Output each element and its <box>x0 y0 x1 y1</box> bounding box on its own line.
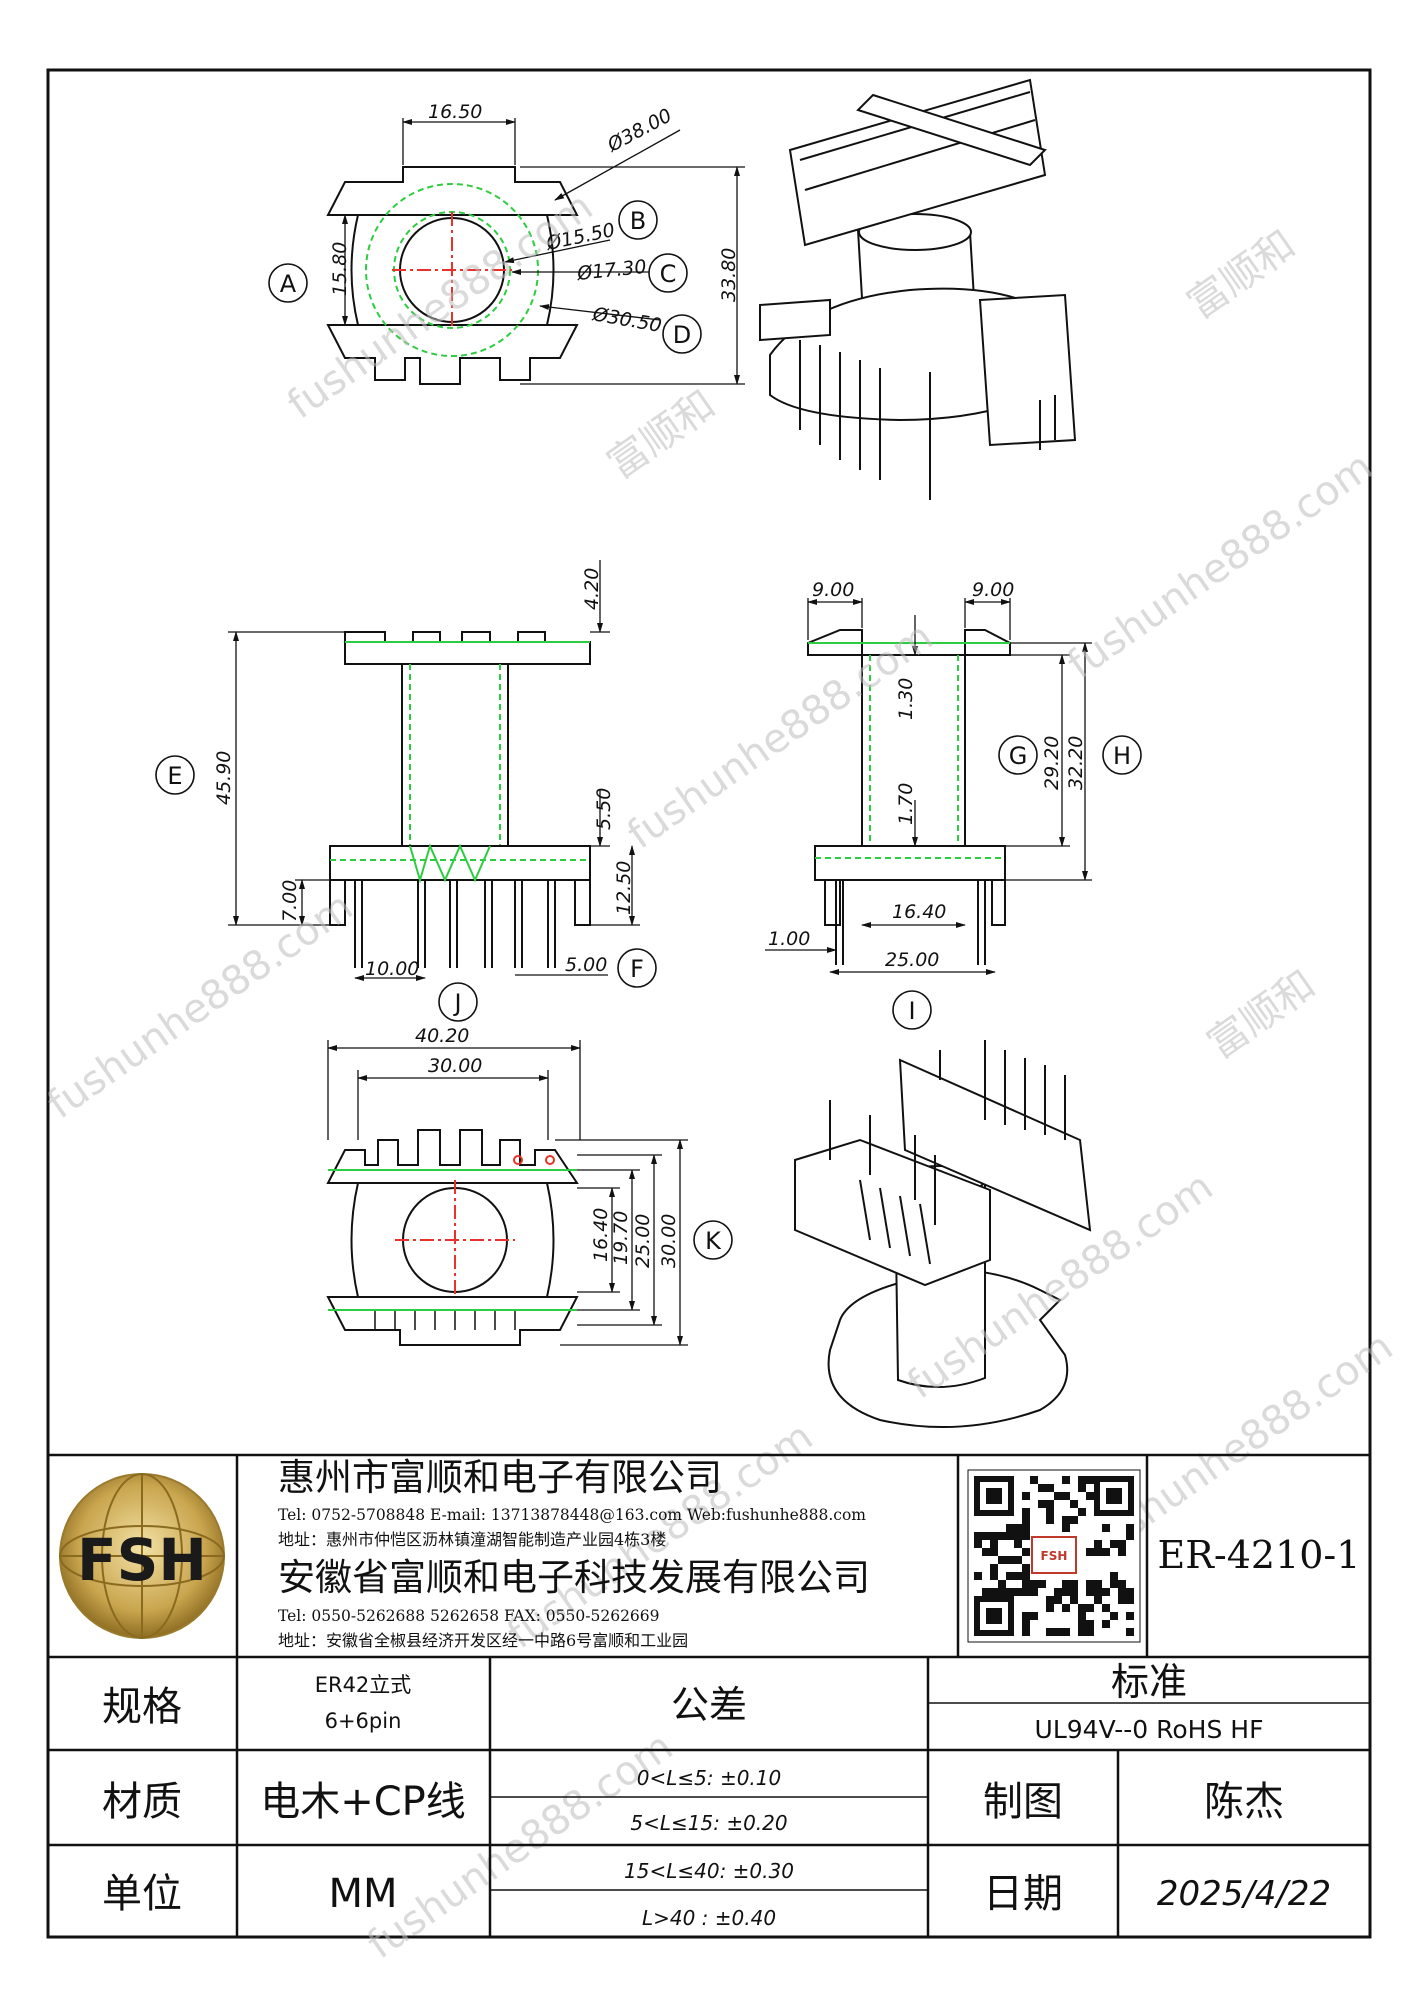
dim-front-45-9: 45.90 <box>213 751 235 805</box>
top-view <box>326 118 745 385</box>
standard-label: 标准 <box>1111 1660 1187 1704</box>
balloon-K: K <box>693 1220 733 1260</box>
date-value: 2025/4/22 <box>1157 1874 1331 1914</box>
company2-address: 地址：安徽省全椒县经济开发区经一中路6号富顺和工业园 <box>278 1631 688 1650</box>
dim-front-7: 7.00 <box>279 880 301 922</box>
svg-text:K: K <box>705 1227 722 1255</box>
company2-contact: Tel: 0550-5262688 5262658 FAX: 0550-5262… <box>278 1607 660 1625</box>
iso-view-bottom <box>794 1040 1092 1429</box>
spec-label: 规格 <box>102 1684 182 1730</box>
balloon-D: D <box>662 314 702 354</box>
dim-front-5-5: 5.50 <box>593 788 615 830</box>
tolerance-row-1: 0<L≤5: ±0.10 <box>637 1766 782 1790</box>
balloon-G: G <box>998 735 1038 775</box>
svg-text:H: H <box>1113 742 1131 770</box>
svg-text:FSH: FSH <box>77 1526 207 1594</box>
material-value: 电木+CP线 <box>260 1779 466 1825</box>
pin-1-mark <box>513 1155 523 1165</box>
svg-text:fushunhe888.com: fushunhe888.com <box>619 614 941 859</box>
tolerance-row-2: 5<L≤15: ±0.20 <box>630 1811 787 1835</box>
iso-view-top <box>759 78 1077 500</box>
svg-text:富顺和: 富顺和 <box>1179 222 1304 329</box>
dim-top-15-8: 15.80 <box>329 242 351 296</box>
dim-top-33-8: 33.80 <box>718 248 740 302</box>
svg-text:D: D <box>673 321 691 349</box>
dim-side-9-right: 9.00 <box>972 579 1014 601</box>
dim-bottom-30-b: 30.00 <box>658 1214 680 1268</box>
svg-text:fushunhe888.com: fushunhe888.com <box>39 884 361 1129</box>
svg-text:J: J <box>452 989 461 1017</box>
company2-name: 安徽省富顺和电子科技发展有限公司 <box>278 1556 870 1599</box>
svg-text:B: B <box>630 207 646 235</box>
tolerance-label: 公差 <box>671 1683 747 1727</box>
dim-side-16-4: 16.40 <box>892 901 946 923</box>
svg-text:E: E <box>167 762 182 790</box>
pin-2-mark <box>545 1155 555 1165</box>
dim-side-29-2: 29.20 <box>1041 736 1063 790</box>
unit-label: 单位 <box>102 1871 182 1917</box>
balloon-J: J <box>438 982 478 1022</box>
balloon-C: C <box>648 253 688 293</box>
material-label: 材质 <box>102 1779 182 1825</box>
side-view <box>765 598 1092 975</box>
sheet-border <box>46 68 1372 1939</box>
dim-front-12-5: 12.50 <box>613 861 635 915</box>
dim-side-9-left: 9.00 <box>812 579 854 601</box>
dim-side-1: 1.00 <box>768 928 810 950</box>
dim-side-25: 25.00 <box>885 949 939 971</box>
front-view <box>228 560 640 981</box>
svg-text:G: G <box>1009 742 1028 770</box>
dim-bottom-25: 25.00 <box>632 1214 654 1268</box>
spec-value-1: ER42立式 <box>315 1673 412 1697</box>
dim-side-1-3: 1.30 <box>895 678 917 720</box>
dim-top-dia-30-5: Ø30.50 <box>590 303 663 337</box>
balloon-A: A <box>268 263 308 303</box>
dim-front-5: 5.00 <box>565 954 607 976</box>
dim-side-32-2: 32.20 <box>1065 736 1087 790</box>
dim-front-10: 10.00 <box>365 958 419 980</box>
drawn-label: 制图 <box>983 1779 1063 1825</box>
tolerance-row-3: 15<L≤40: ±0.30 <box>624 1859 794 1883</box>
company1-address: 地址：惠州市仲恺区沥林镇潼湖智能制造产业园4栋3楼 <box>278 1530 666 1549</box>
dim-top-dia-17-3: Ø17.30 <box>575 256 647 285</box>
spec-value-2: 6+6pin <box>325 1709 402 1733</box>
fsh-logo: FSH <box>59 1473 225 1639</box>
dim-bottom-16-4: 16.40 <box>590 1208 612 1262</box>
svg-text:C: C <box>660 260 677 288</box>
balloon-F: F <box>617 948 657 988</box>
svg-text:I: I <box>908 997 915 1025</box>
company1-name: 惠州市富顺和电子有限公司 <box>278 1456 722 1499</box>
title-block-grid <box>48 1453 1370 1937</box>
balloon-E: E <box>155 755 195 795</box>
balloon-B: B <box>618 200 658 240</box>
unit-value: MM <box>328 1871 397 1917</box>
dim-bottom-30: 30.00 <box>428 1055 482 1077</box>
svg-text:FSH: FSH <box>1041 1549 1068 1563</box>
dim-top-dia-38: Ø38.00 <box>603 104 675 156</box>
drawn-value: 陈杰 <box>1204 1779 1284 1825</box>
standard-value: UL94V--0 RoHS HF <box>1035 1715 1264 1744</box>
part-number: ER-4210-1 <box>1158 1533 1361 1577</box>
dim-top-16-50: 16.50 <box>428 101 482 123</box>
qr-code: FSH <box>967 1469 1141 1643</box>
svg-text:A: A <box>280 270 297 298</box>
bottom-view <box>326 1040 688 1346</box>
dim-front-4-2: 4.20 <box>581 568 603 610</box>
svg-text:富顺和: 富顺和 <box>599 382 724 489</box>
dim-bottom-19-7: 19.70 <box>610 1211 632 1265</box>
svg-text:富顺和: 富顺和 <box>1199 962 1324 1069</box>
dim-side-1-7: 1.70 <box>895 783 917 825</box>
company1-contact: Tel: 0752-5708848 E-mail: 13713878448@16… <box>278 1506 866 1524</box>
tolerance-row-4: L>40 : ±0.40 <box>642 1906 776 1930</box>
svg-text:F: F <box>630 955 644 983</box>
balloon-H: H <box>1102 735 1142 775</box>
svg-text:fushunhe888.com: fushunhe888.com <box>1059 444 1381 689</box>
date-label: 日期 <box>983 1871 1063 1917</box>
dim-bottom-40-2: 40.20 <box>415 1025 469 1047</box>
balloon-I: I <box>892 990 932 1030</box>
